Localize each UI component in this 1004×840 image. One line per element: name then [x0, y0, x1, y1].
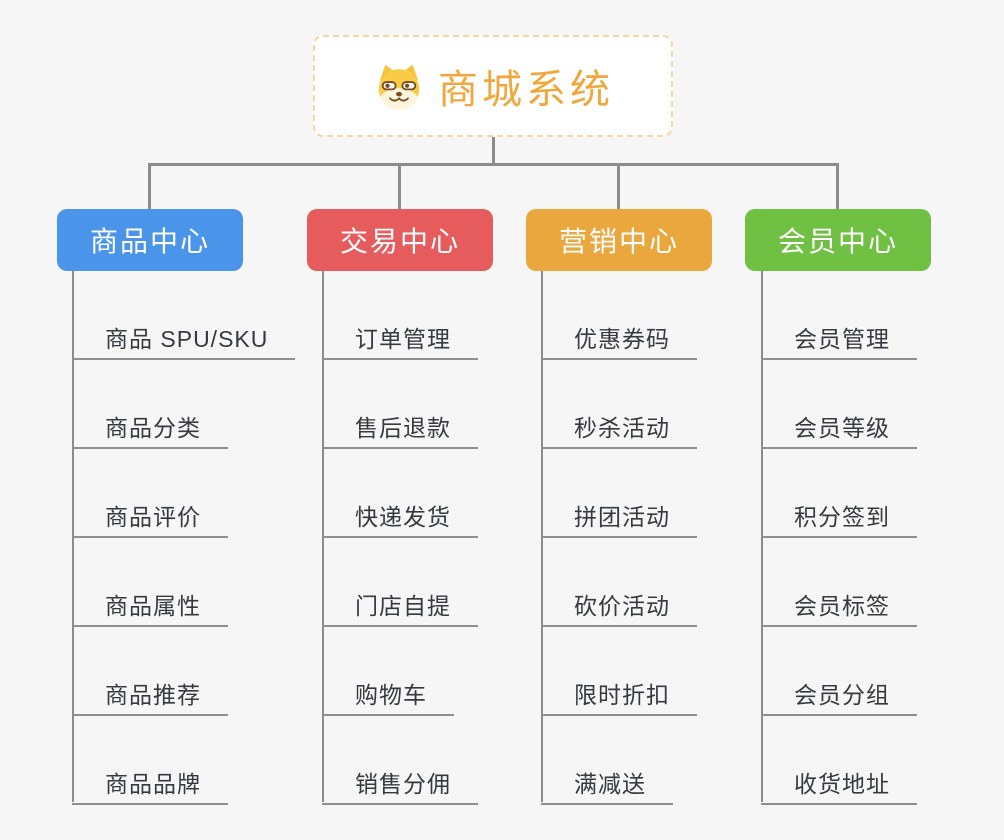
leaf-node[interactable]: 快递发货 [322, 488, 478, 538]
branch-node-member-center[interactable]: 会员中心 [745, 209, 931, 271]
connector-root-stub [492, 136, 495, 165]
leaf-node[interactable]: 收货地址 [761, 755, 917, 805]
leaf-node[interactable]: 会员等级 [761, 399, 917, 449]
branch-node-marketing-center[interactable]: 营销中心 [526, 209, 712, 271]
root-title: 商城系统 [438, 68, 614, 112]
leaf-node[interactable]: 限时折扣 [541, 666, 697, 716]
leaf-node[interactable]: 优惠券码 [541, 310, 697, 360]
leaf-node[interactable]: 购物车 [322, 666, 454, 716]
leaf-node[interactable]: 积分签到 [761, 488, 917, 538]
leaf-node[interactable]: 销售分佣 [322, 755, 478, 805]
leaf-node[interactable]: 订单管理 [322, 310, 478, 360]
leaf-node[interactable]: 秒杀活动 [541, 399, 697, 449]
branch-node-trade-center[interactable]: 交易中心 [307, 209, 493, 271]
leaf-node[interactable]: 拼团活动 [541, 488, 697, 538]
connector-drop-line [836, 165, 839, 210]
leaf-node[interactable]: 会员分组 [761, 666, 917, 716]
leaf-node[interactable]: 商品 SPU/SKU [72, 310, 296, 360]
root-node[interactable]: 商城系统 [313, 35, 673, 137]
shiba-dog-icon [378, 64, 420, 110]
leaf-node[interactable]: 商品属性 [72, 577, 228, 627]
leaf-node[interactable]: 满减送 [541, 755, 673, 805]
connector-drop-line [398, 165, 401, 210]
connector-drop-line [617, 165, 620, 210]
leaf-node[interactable]: 商品分类 [72, 399, 228, 449]
leaf-node[interactable]: 砍价活动 [541, 577, 697, 627]
leaf-node[interactable]: 门店自提 [322, 577, 478, 627]
leaf-node[interactable]: 商品品牌 [72, 755, 228, 805]
connector-horizontal-line [148, 163, 839, 166]
leaf-node[interactable]: 商品评价 [72, 488, 228, 538]
branch-node-product-center[interactable]: 商品中心 [57, 209, 243, 271]
leaf-node[interactable]: 会员管理 [761, 310, 917, 360]
leaf-node[interactable]: 会员标签 [761, 577, 917, 627]
leaf-node[interactable]: 商品推荐 [72, 666, 228, 716]
connector-drop-line [148, 165, 151, 210]
leaf-node[interactable]: 售后退款 [322, 399, 478, 449]
